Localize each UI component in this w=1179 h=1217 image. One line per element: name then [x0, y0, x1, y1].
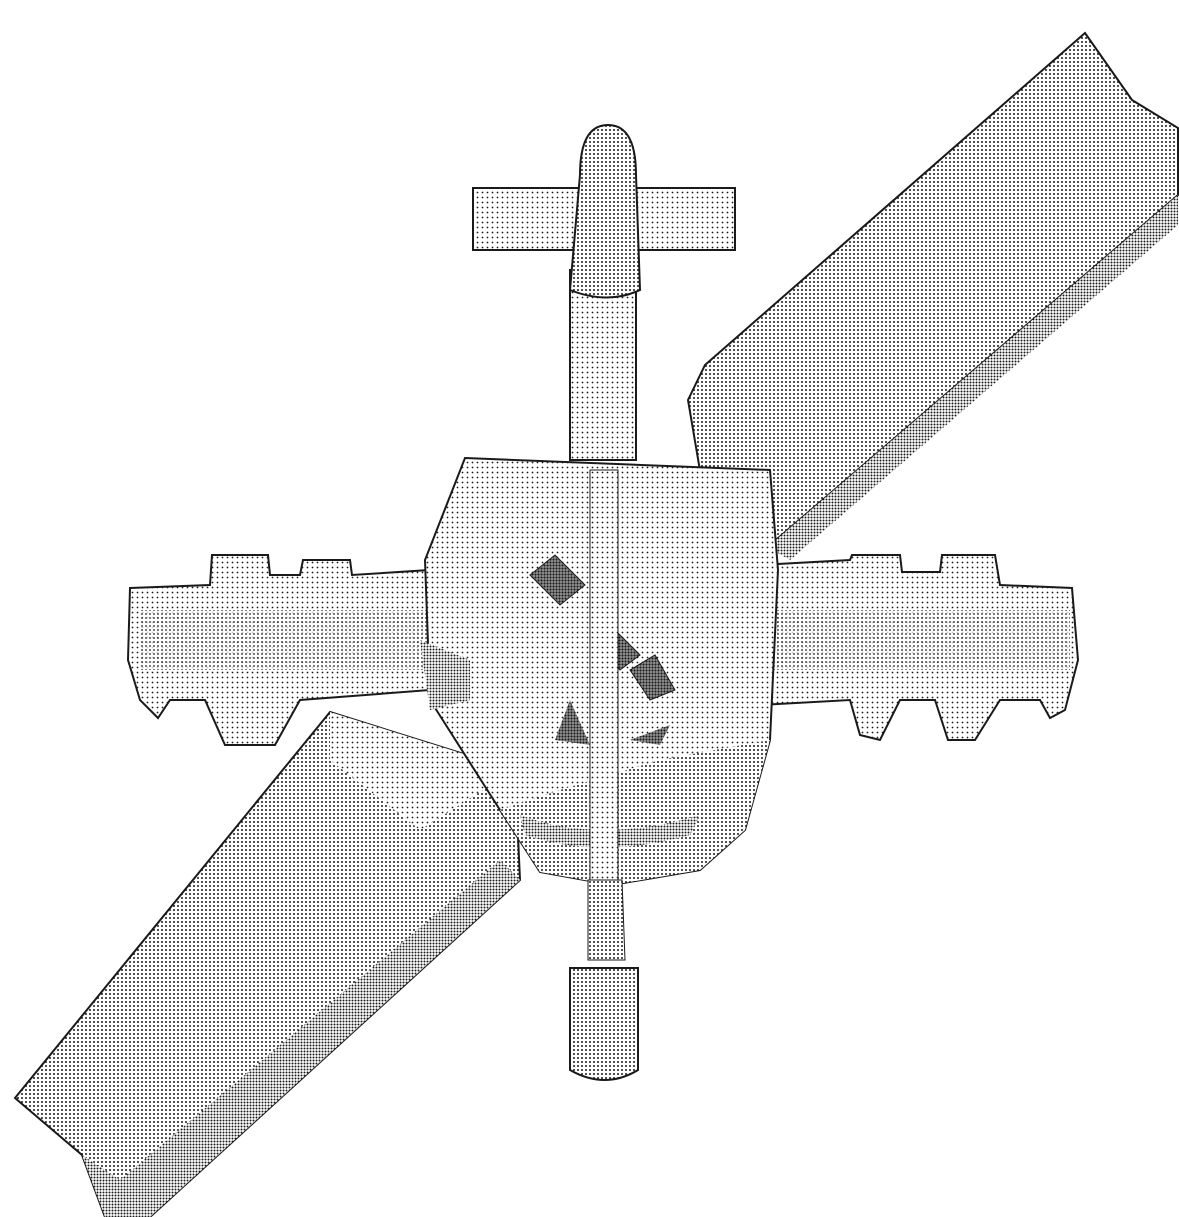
- boom-arm-left: [126, 554, 440, 746]
- boom-arm-right: [759, 554, 1080, 742]
- solar-panel-lower-left: [13, 710, 522, 1217]
- lower-mast: [569, 469, 639, 1081]
- upper-mast: [472, 123, 736, 461]
